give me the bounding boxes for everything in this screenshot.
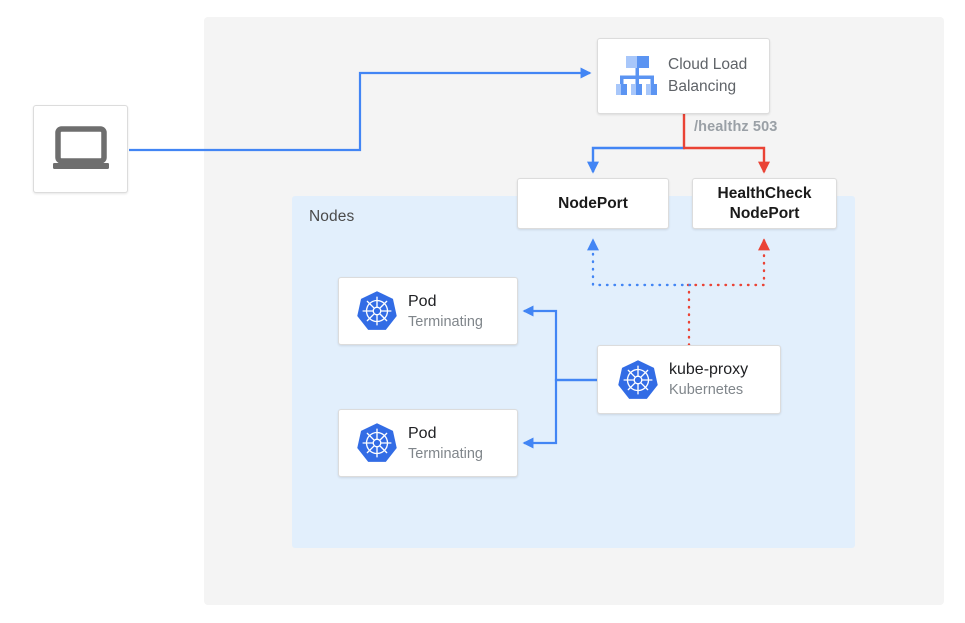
healthcheck-nodeport-label-line1: HealthCheck bbox=[717, 184, 812, 202]
laptop-icon bbox=[52, 126, 110, 172]
kube-proxy-text: kube-proxy Kubernetes bbox=[669, 359, 748, 400]
pod-card-2-text: Pod Terminating bbox=[408, 423, 483, 464]
cloud-load-balancing-title-line1: Cloud Load bbox=[668, 56, 748, 73]
client-device-card[interactable] bbox=[33, 105, 128, 193]
cloud-load-balancing-title-line2: Balancing bbox=[668, 78, 737, 95]
pod-card-1-title: Pod bbox=[408, 292, 437, 310]
kubernetes-icon bbox=[607, 351, 669, 409]
pod-terminating-card-2[interactable]: Pod Terminating bbox=[338, 409, 518, 477]
healthz-edge-label: /healthz 503 bbox=[694, 119, 778, 135]
kubernetes-icon bbox=[346, 414, 408, 472]
nodes-panel-label: Nodes bbox=[309, 208, 355, 225]
healthcheck-nodeport-card[interactable]: HealthCheck NodePort bbox=[692, 178, 837, 229]
kubernetes-icon bbox=[346, 282, 408, 340]
kube-proxy-title: kube-proxy bbox=[669, 361, 749, 378]
nodeport-card[interactable]: NodePort bbox=[517, 178, 669, 229]
pod-terminating-card-1[interactable]: Pod Terminating bbox=[338, 277, 518, 345]
pod-card-1-status: Terminating bbox=[408, 313, 483, 330]
nodeport-label: NodePort bbox=[558, 194, 628, 212]
pod-card-2-title: Pod bbox=[408, 424, 437, 442]
load-balancer-icon bbox=[606, 45, 668, 107]
kube-proxy-subtitle: Kubernetes bbox=[669, 382, 744, 398]
healthcheck-nodeport-text: HealthCheck NodePort bbox=[693, 184, 836, 224]
pod-card-2-status: Terminating bbox=[408, 445, 483, 462]
kube-proxy-card[interactable]: kube-proxy Kubernetes bbox=[597, 345, 781, 414]
cloud-load-balancing-text: Cloud Load Balancing bbox=[668, 54, 747, 98]
pod-card-1-text: Pod Terminating bbox=[408, 291, 483, 332]
cloud-load-balancing-card[interactable]: Cloud Load Balancing bbox=[597, 38, 770, 114]
healthcheck-nodeport-label-line2: NodePort bbox=[729, 204, 800, 222]
